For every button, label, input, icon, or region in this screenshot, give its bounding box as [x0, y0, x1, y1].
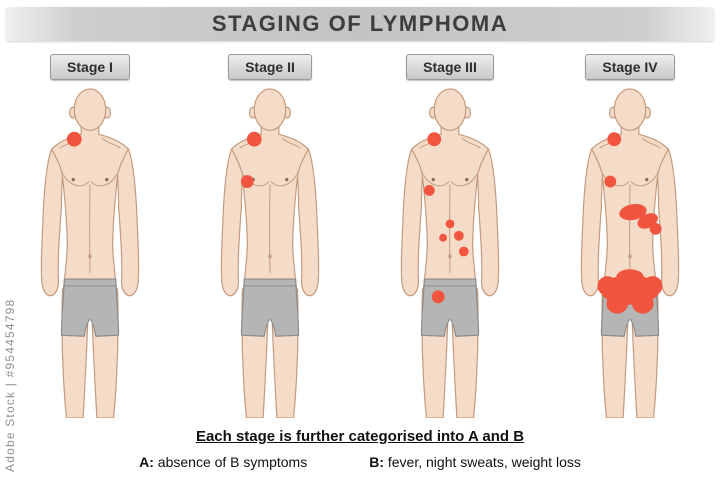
- stage-label-3: Stage III: [406, 54, 494, 80]
- lymphoma-spot: [642, 276, 663, 296]
- stage-label-2: Stage II: [228, 54, 312, 80]
- male-figure: [41, 88, 139, 418]
- lymphoma-spot: [458, 246, 469, 257]
- lymphoma-spot: [616, 269, 644, 286]
- footer-heading: Each stage is further categorised into A…: [195, 428, 525, 445]
- lymphoma-spot: [431, 290, 445, 304]
- footer: Each stage is further categorised into A…: [0, 428, 720, 470]
- lymphoma-spot: [423, 185, 435, 196]
- figure-stage-3: [401, 88, 499, 418]
- male-figure: [401, 88, 499, 418]
- male-figure: [581, 88, 679, 418]
- lymphoma-spots-stage-1: [66, 131, 82, 147]
- lymphoma-spot: [619, 203, 647, 221]
- page-title: STAGING OF LYMPHOMA: [211, 11, 509, 36]
- lymphoma-spot: [445, 219, 455, 229]
- stage-column-2: Stage II: [180, 54, 360, 428]
- figure-stage-1: [41, 88, 139, 418]
- lymphoma-spots-stage-4: [597, 132, 663, 314]
- stages-row: Stage I Stage II Stage III Stage IV: [0, 54, 720, 428]
- lymphoma-spot: [427, 132, 442, 147]
- b-category-label: B:: [369, 454, 384, 470]
- lymphoma-spot: [604, 175, 617, 188]
- lymphoma-spot: [240, 175, 254, 188]
- male-figure: [221, 88, 319, 418]
- lymphoma-spot: [649, 222, 662, 235]
- figure-stage-4: [581, 88, 679, 418]
- figure-stage-2: [221, 88, 319, 418]
- lymphoma-spot: [66, 131, 82, 147]
- lymphoma-spot: [246, 131, 262, 147]
- stage-column-4: Stage IV: [540, 54, 720, 428]
- lymphoma-spots-stage-3: [423, 132, 469, 304]
- lymphoma-spot: [606, 293, 629, 314]
- stage-label-4: Stage IV: [585, 54, 675, 80]
- lymphoma-spot: [607, 132, 622, 147]
- footer-symptom-definitions: A: absence of B symptoms B: fever, night …: [0, 454, 720, 470]
- lymphoma-spot: [631, 293, 654, 314]
- a-category-label: A:: [139, 454, 154, 470]
- lymphoma-spots-stage-2: [240, 131, 262, 188]
- a-category-text: absence of B symptoms: [153, 454, 308, 470]
- b-category-text: fever, night sweats, weight loss: [383, 454, 581, 470]
- stage-label-1: Stage I: [50, 54, 130, 80]
- title-banner: STAGING OF LYMPHOMA: [6, 7, 714, 41]
- lymphoma-spot: [453, 230, 464, 241]
- lymphoma-spot: [439, 233, 448, 242]
- stage-column-3: Stage III: [360, 54, 540, 428]
- stage-column-1: Stage I: [0, 54, 180, 428]
- lymphoma-spot: [597, 276, 618, 296]
